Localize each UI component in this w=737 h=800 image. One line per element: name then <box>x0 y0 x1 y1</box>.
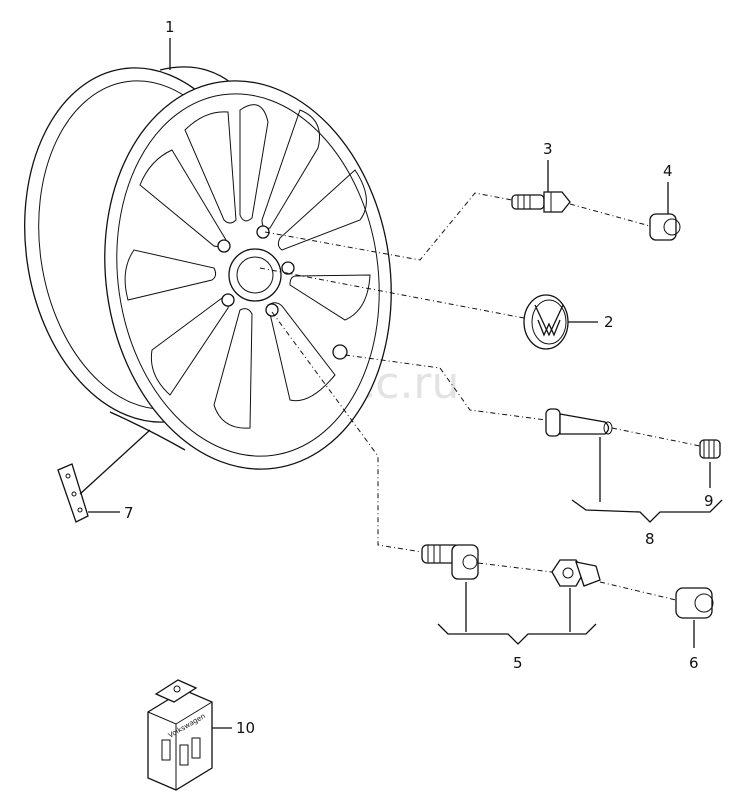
bolt-set-box: Volkswagen <box>147 679 213 791</box>
anti-theft-bolt <box>421 544 479 580</box>
tire-valve <box>545 408 613 437</box>
callout-9: 9 <box>704 492 714 510</box>
callout-4: 4 <box>663 162 673 180</box>
callout-6: 6 <box>689 654 699 672</box>
leader-lines <box>79 38 723 729</box>
wheel-bolt <box>511 191 571 213</box>
bolt-cap <box>649 213 681 241</box>
adapter-cap <box>675 587 714 619</box>
valve-cap <box>699 439 721 459</box>
callout-7: 7 <box>124 504 134 522</box>
balance-weight <box>57 463 89 523</box>
callout-1: 1 <box>165 18 175 36</box>
callout-5: 5 <box>513 654 523 672</box>
vw-hub-cap <box>523 294 569 350</box>
callout-8: 8 <box>645 530 655 548</box>
callout-3: 3 <box>543 140 553 158</box>
anti-theft-nut <box>551 559 601 587</box>
callout-2: 2 <box>604 313 614 331</box>
callout-10: 10 <box>236 719 255 737</box>
alloy-wheel <box>24 66 392 470</box>
